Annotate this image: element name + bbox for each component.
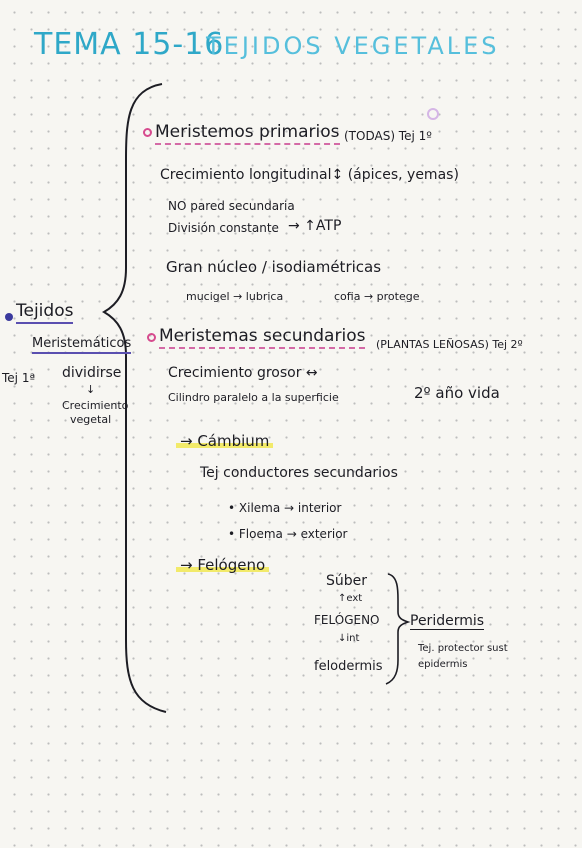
- page-title: TEMA 15-16: [34, 27, 225, 62]
- bullet-icon: [5, 313, 13, 321]
- cambium-label: → Cámbium: [176, 432, 274, 450]
- primarios-line-4: Gran núcleo / isodiamétricas: [166, 258, 382, 276]
- secundarios-tag: (PLANTAS LEÑOSAS) Tej 2º: [376, 338, 523, 351]
- heading-meristemos-primarios: Meristemos primarios: [155, 124, 340, 145]
- dividirse-text: dividirse: [62, 365, 122, 381]
- primarios-line-3b: → ↑ATP: [288, 218, 342, 234]
- primarios-line-5a: mucigel → lubrica: [186, 290, 284, 303]
- primarios-line-1: Crecimiento longitudinal↕ (ápices, yemas…: [160, 167, 459, 183]
- secundarios-line-2b: 2º año vida: [414, 384, 500, 402]
- crecimiento-text: Crecimiento: [62, 399, 129, 412]
- felogeno-suber: Súber: [326, 573, 368, 589]
- heading-felogeno: → Felógeno: [176, 556, 270, 574]
- peridermis-desc-2: epidermis: [418, 659, 468, 670]
- peridermis-desc-1: Tej. protector sust: [418, 643, 508, 654]
- down-arrow-icon: ↓: [86, 383, 96, 396]
- felogeno-ext: ↑ext: [338, 593, 363, 604]
- peridermis-label: Peridermis: [410, 613, 485, 630]
- primarios-tag: (TODAS) Tej 1º: [344, 129, 432, 143]
- subtopic-meristematicos: Meristemáticos: [32, 337, 132, 354]
- bullet-icon: [147, 333, 156, 342]
- page-subtitle: TEJIDOS VEGETALES: [206, 32, 500, 60]
- secundarios-line-1: Crecimiento grosor ↔: [168, 365, 318, 381]
- decorative-circle-icon: [427, 108, 439, 120]
- topic-tejidos: Tejidos: [16, 303, 74, 324]
- cambium-xilema: • Xilema → interior: [228, 501, 342, 515]
- vegetal-text: vegetal: [70, 413, 112, 426]
- primarios-line-5b: cofia → protege: [334, 290, 420, 303]
- felogeno-caps: FELÓGENO: [314, 613, 380, 627]
- felogeno-label: → Felógeno: [176, 556, 270, 574]
- felogeno-int: ↓int: [338, 633, 360, 644]
- cambium-floema: • Floema → exterior: [228, 527, 348, 541]
- primarios-line-2: NO pared secundaria: [168, 199, 295, 213]
- secundarios-line-2: Cilindro paralelo a la superficie: [168, 391, 339, 404]
- tej-1-label: Tej 1ª: [2, 371, 36, 385]
- bullet-icon: [143, 128, 152, 137]
- heading-meristemas-secundarios: Meristemas secundarios: [159, 328, 366, 349]
- felogeno-felodermis: felodermis: [314, 659, 383, 674]
- primarios-line-3a: División constante: [168, 221, 279, 235]
- cambium-line-1: Tej conductores secundarios: [200, 465, 398, 481]
- heading-cambium: → Cámbium: [176, 432, 274, 450]
